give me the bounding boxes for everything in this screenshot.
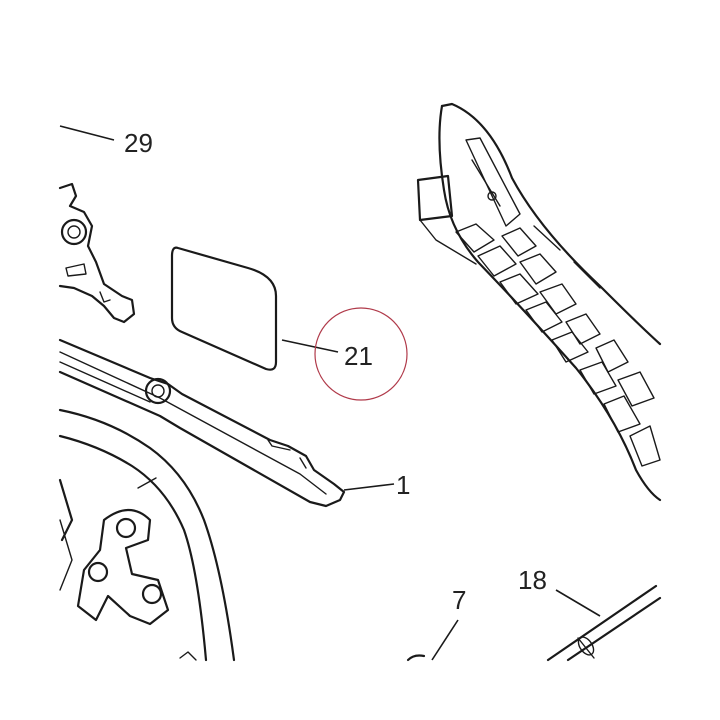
part-21-pad <box>170 246 278 371</box>
leader-7 <box>431 619 459 661</box>
highlight-circle-21 <box>314 307 408 401</box>
part-29-bracket <box>58 182 136 324</box>
lattice-handle <box>416 102 662 502</box>
part-18-rod <box>546 584 662 662</box>
leader-21 <box>281 339 339 353</box>
part-7-fragment <box>406 654 426 662</box>
leader-29 <box>59 125 115 141</box>
callout-18: 18 <box>518 565 547 595</box>
callout-21: 21 <box>344 341 373 371</box>
callout-1: 1 <box>396 470 410 500</box>
leader-18 <box>555 589 601 617</box>
callout-7: 7 <box>452 585 466 615</box>
part-1-rail <box>58 338 346 508</box>
housing-fragment <box>58 408 236 662</box>
leader-1 <box>343 483 395 491</box>
callout-29: 29 <box>124 128 153 158</box>
